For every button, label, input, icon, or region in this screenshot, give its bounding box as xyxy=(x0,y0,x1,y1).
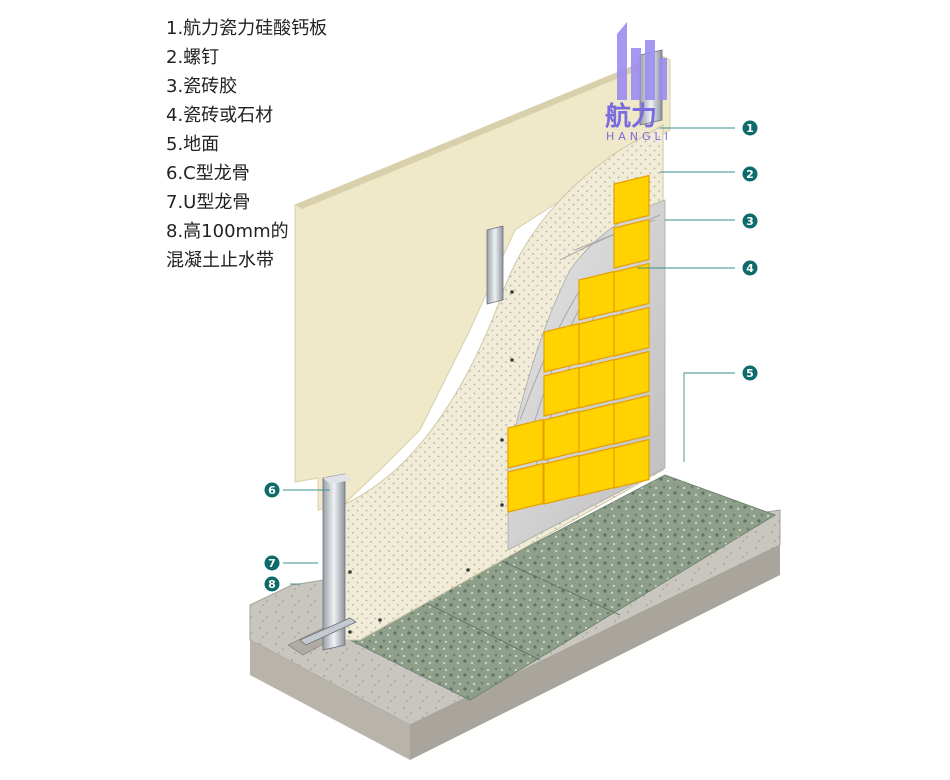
board-back-edge xyxy=(295,55,667,209)
tile xyxy=(543,322,580,373)
svg-text:1: 1 xyxy=(746,122,754,135)
legend-item-u-track: 7.U型龙骨 xyxy=(166,192,251,213)
c-stud-middle xyxy=(486,225,504,305)
tile xyxy=(613,174,650,225)
hangli-logo: 航力 HANGLI xyxy=(605,22,672,143)
tile xyxy=(613,350,650,401)
legend-item-tile-adhesive: 3.瓷砖胶 xyxy=(166,76,238,97)
floor-finish xyxy=(348,474,777,701)
u-track xyxy=(299,617,357,646)
tile xyxy=(578,314,615,365)
tile xyxy=(578,358,615,409)
logo-latin: HANGLI xyxy=(606,130,672,143)
svg-text:3: 3 xyxy=(746,215,754,228)
tiles xyxy=(507,174,650,513)
legend-item-screw: 2.螺钉 xyxy=(166,47,220,68)
tile xyxy=(543,366,580,417)
legend-item-tile: 4.瓷砖或石材 xyxy=(166,105,274,126)
callout-7: 7 xyxy=(264,555,280,571)
callout-3: 3 xyxy=(742,213,758,229)
tile xyxy=(613,262,650,313)
svg-text:8: 8 xyxy=(268,578,276,591)
tile xyxy=(613,306,650,357)
tile xyxy=(613,218,650,269)
tile xyxy=(578,270,615,321)
legend-item-floor: 5.地面 xyxy=(166,134,220,155)
svg-text:6: 6 xyxy=(268,484,276,497)
legend: 1.航力瓷力硅酸钙板 2.螺钉 3.瓷砖胶 4.瓷砖或石材 5.地面 6.C型龙… xyxy=(166,14,327,275)
legend-item-board: 1.航力瓷力硅酸钙板 xyxy=(166,18,328,39)
callout-8: 8 xyxy=(264,576,280,592)
callout-lines xyxy=(283,127,735,585)
tile xyxy=(507,462,544,513)
screws xyxy=(348,290,514,634)
logo-chinese: 航力 xyxy=(605,101,657,132)
concrete-base-front xyxy=(250,640,410,760)
callout-1: 1 xyxy=(742,120,758,136)
concrete-base-side xyxy=(410,545,780,760)
floor-joint xyxy=(499,559,621,616)
tile xyxy=(613,438,650,489)
tile xyxy=(578,402,615,453)
tile xyxy=(543,410,580,461)
building-logo-icon xyxy=(617,22,667,100)
floor-joint xyxy=(419,599,541,661)
legend-item-curb: 8.高100mm的 混凝土止水带 xyxy=(166,221,289,271)
tile xyxy=(578,446,615,497)
callout-6: 6 xyxy=(264,482,280,498)
svg-text:4: 4 xyxy=(746,262,754,275)
tile xyxy=(613,394,650,445)
svg-text:2: 2 xyxy=(746,168,754,181)
c-stud-left xyxy=(322,473,352,651)
tile xyxy=(507,418,544,469)
callout-5: 5 xyxy=(742,365,758,381)
svg-text:5: 5 xyxy=(746,367,754,380)
tile xyxy=(543,454,580,505)
callout-4: 4 xyxy=(742,260,758,276)
callout-2: 2 xyxy=(742,166,758,182)
svg-text:7: 7 xyxy=(268,557,276,570)
legend-item-c-stud: 6.C型龙骨 xyxy=(166,163,250,184)
